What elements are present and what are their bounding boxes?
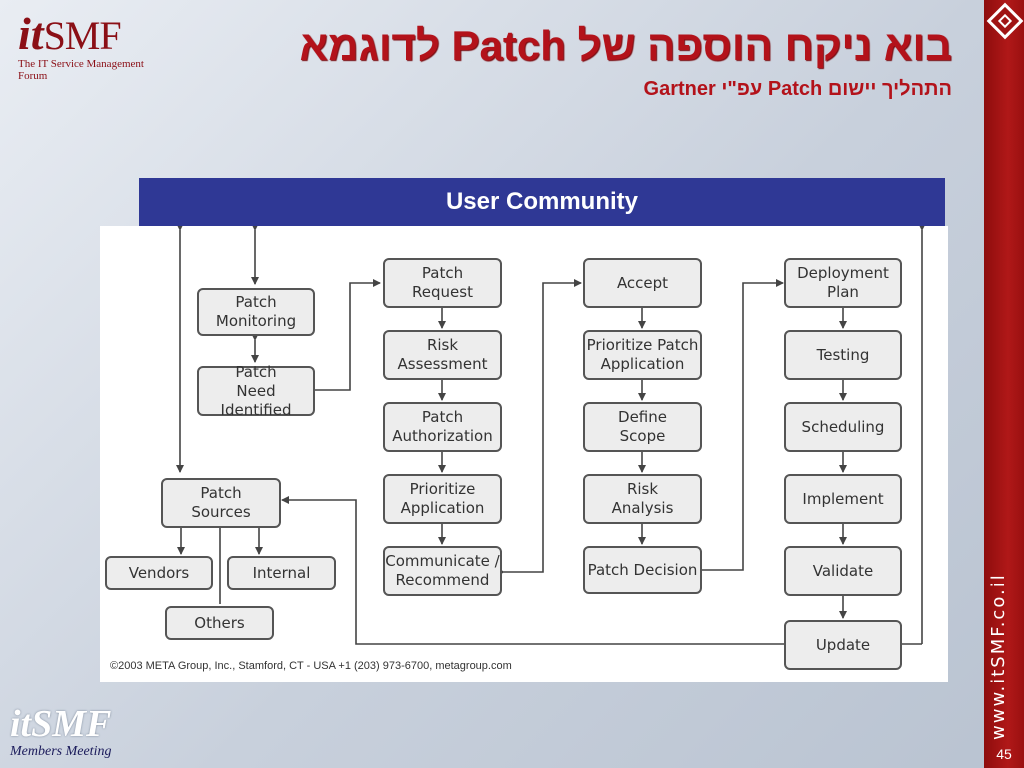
- itsmf-logo-bottom: itSMF Members Meeting: [10, 703, 112, 760]
- box-define-scope: Define Scope: [583, 402, 702, 452]
- copyright-text: ©2003 META Group, Inc., Stamford, CT - U…: [110, 660, 512, 672]
- box-patch-monitoring: Patch Monitoring: [197, 288, 315, 336]
- box-others: Others: [165, 606, 274, 640]
- box-vendors: Vendors: [105, 556, 213, 590]
- user-community-bar: User Community: [139, 178, 945, 226]
- box-communicate-recommend: Communicate / Recommend: [383, 546, 502, 596]
- logo-bottom-tagline: Members Meeting: [10, 744, 112, 759]
- page-number: 45: [996, 746, 1012, 762]
- box-risk-analysis: Risk Analysis: [583, 474, 702, 524]
- slide-subtitle: התהליך יישום Patch עפ"י Gartner: [643, 78, 952, 100]
- box-testing: Testing: [784, 330, 902, 380]
- logo-tagline: The IT Service Management Forum: [18, 58, 144, 82]
- box-scheduling: Scheduling: [784, 402, 902, 452]
- right-sidebar: www.itSMF.co.il 45: [984, 0, 1024, 768]
- box-patch-request: Patch Request: [383, 258, 502, 308]
- box-prioritize-patch-application: Prioritize Patch Application: [583, 330, 702, 380]
- process-diagram: Patch Monitoring Patch Need Identified P…: [100, 226, 948, 682]
- connector-lines: [176, 226, 926, 645]
- box-risk-assessment: Risk Assessment: [383, 330, 502, 380]
- website-url: www.itSMF.co.il: [988, 573, 1009, 740]
- box-internal: Internal: [227, 556, 336, 590]
- diamond-logo-icon: [986, 2, 1024, 40]
- logo-brand: itSMF: [18, 11, 168, 58]
- box-patch-authorization: Patch Authorization: [383, 402, 502, 452]
- logo-brand-it: it: [18, 8, 44, 59]
- box-prioritize-application: Prioritize Application: [383, 474, 502, 524]
- box-validate: Validate: [784, 546, 902, 596]
- slide-title: בוא ניקח הוספה של Patch לדוגמא: [299, 22, 952, 69]
- logo-brand-smf: SMF: [43, 13, 122, 58]
- box-patch-need-identified: Patch Need Identified: [197, 363, 315, 419]
- itsmf-logo-top: itSMF The IT Service Management Forum: [18, 11, 168, 83]
- box-deployment-plan: Deployment Plan: [784, 258, 902, 308]
- box-implement: Implement: [784, 474, 902, 524]
- box-accept: Accept: [583, 258, 702, 308]
- box-update: Update: [784, 620, 902, 670]
- box-patch-decision: Patch Decision: [583, 546, 702, 594]
- box-patch-sources: Patch Sources: [161, 478, 281, 528]
- logo-bottom-brand: itSMF: [10, 703, 112, 745]
